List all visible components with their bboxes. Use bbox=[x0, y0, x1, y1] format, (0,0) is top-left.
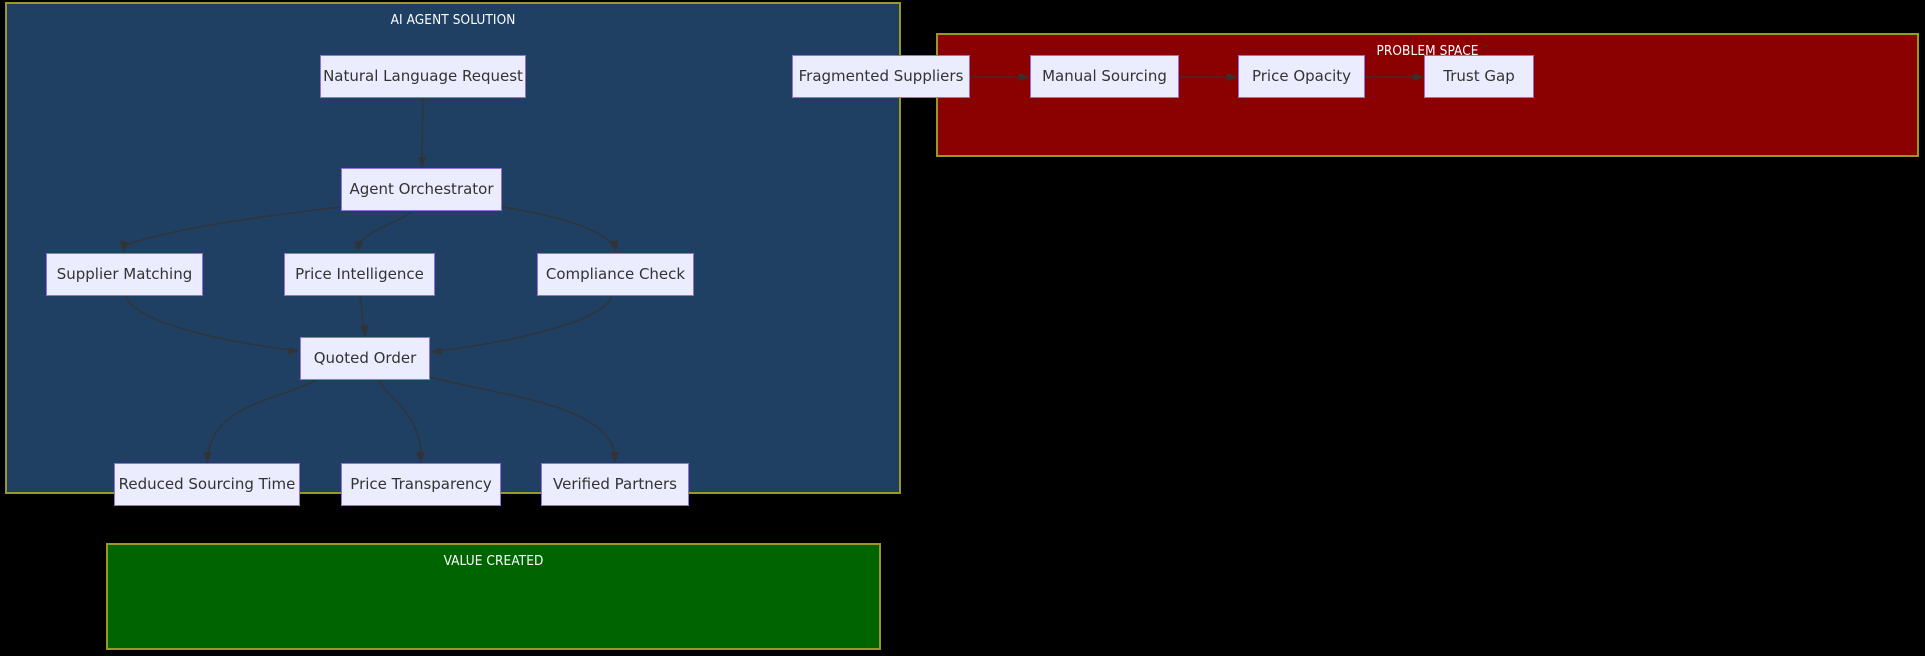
node-price-transparency[interactable]: Price Transparency bbox=[341, 463, 501, 506]
node-compliance-check[interactable]: Compliance Check bbox=[537, 253, 694, 296]
node-verified-partners[interactable]: Verified Partners bbox=[541, 463, 689, 506]
node-reduced-sourcing-time[interactable]: Reduced Sourcing Time bbox=[114, 463, 300, 506]
subgraph-title-value-created: VALUE CREATED bbox=[443, 553, 544, 569]
subgraph-title-ai-agent-solution: AI AGENT SOLUTION bbox=[390, 12, 516, 28]
node-natural-language-request[interactable]: Natural Language Request bbox=[320, 55, 526, 98]
node-supplier-matching[interactable]: Supplier Matching bbox=[46, 253, 203, 296]
node-price-opacity[interactable]: Price Opacity bbox=[1238, 55, 1365, 98]
node-fragmented-suppliers[interactable]: Fragmented Suppliers bbox=[792, 55, 970, 98]
node-quoted-order[interactable]: Quoted Order bbox=[300, 337, 430, 380]
node-price-intelligence[interactable]: Price Intelligence bbox=[284, 253, 435, 296]
node-agent-orchestrator[interactable]: Agent Orchestrator bbox=[341, 168, 502, 211]
node-manual-sourcing[interactable]: Manual Sourcing bbox=[1030, 55, 1179, 98]
node-trust-gap[interactable]: Trust Gap bbox=[1424, 55, 1534, 98]
subgraph-value-created[interactable]: VALUE CREATED bbox=[106, 543, 881, 650]
